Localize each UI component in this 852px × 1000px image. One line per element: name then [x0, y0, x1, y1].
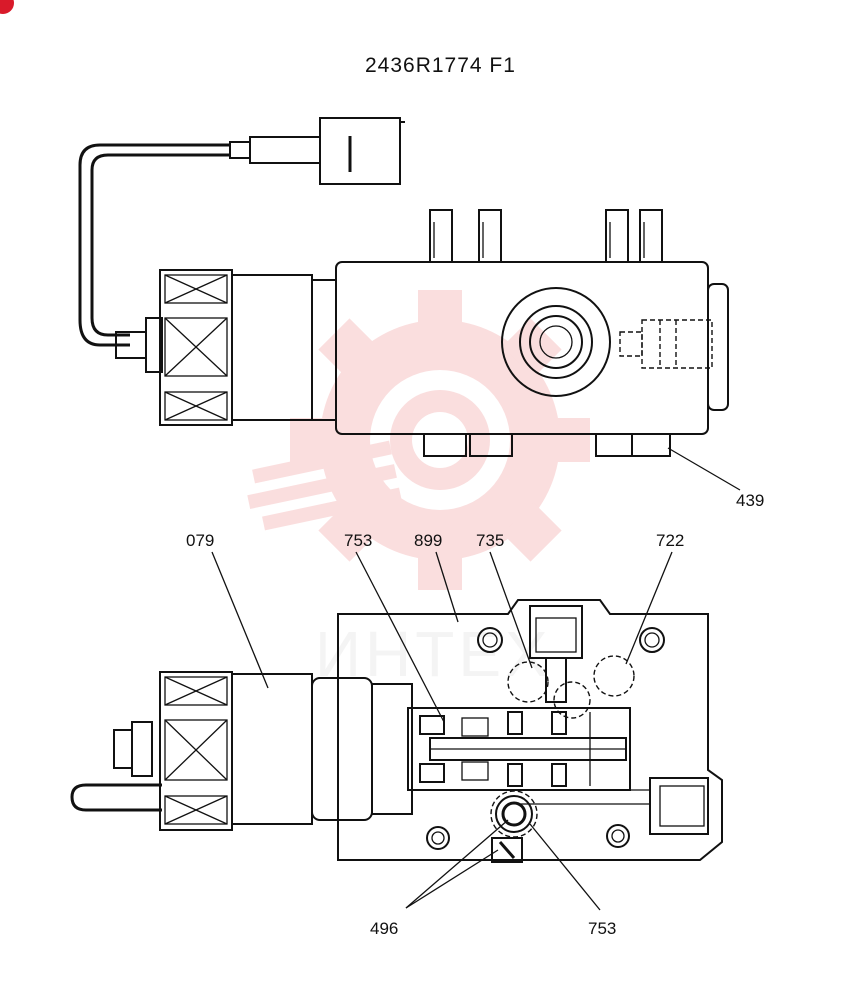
callout-753-top: 753 — [344, 531, 372, 550]
center-port-seat — [519, 305, 593, 379]
bottom-ports — [423, 433, 671, 457]
solenoid-housing-bottom — [231, 673, 313, 825]
hidden-plug-outline — [641, 319, 713, 369]
drawing-number: 2436R1774 F1 — [365, 54, 516, 77]
leader-079 — [211, 551, 269, 689]
plug-496 — [491, 837, 523, 863]
manual-rod — [70, 783, 162, 812]
mount-hole — [426, 826, 450, 850]
valve-body-section — [337, 599, 723, 861]
leader-439 — [667, 447, 741, 491]
cable-outer — [78, 143, 230, 347]
center-port-outer — [501, 287, 611, 397]
leader-753-top — [355, 551, 445, 723]
leader-496-a — [405, 819, 509, 909]
side-port-fitting — [649, 777, 709, 835]
watermark-gear-icon — [247, 290, 590, 590]
callout-735: 735 — [476, 531, 504, 550]
leader-899 — [435, 551, 459, 623]
bottom-view — [70, 599, 723, 863]
corner-badge — [0, 0, 14, 14]
connector-plug — [319, 117, 401, 185]
solenoid-housing-top — [231, 274, 313, 421]
center-port-bore — [529, 315, 583, 369]
watermark-text: ИНТЕХ — [315, 618, 552, 690]
solenoid-coil-bottom — [159, 671, 233, 831]
mount-hole — [606, 824, 630, 848]
cable-inner — [90, 153, 230, 337]
leader-753-bottom — [529, 823, 601, 911]
callout-753-bottom: 753 — [588, 919, 616, 938]
connector-sleeve — [249, 136, 321, 164]
top-view — [78, 117, 729, 457]
leader-735 — [489, 551, 533, 669]
callout-722: 722 — [656, 531, 684, 550]
callout-899: 899 — [414, 531, 442, 550]
mount-hole — [639, 627, 665, 653]
top-ports — [429, 209, 663, 263]
plug-753 — [495, 795, 533, 833]
mount-hole — [477, 627, 503, 653]
callout-496: 496 — [370, 919, 398, 938]
leader-496-b — [405, 849, 499, 909]
connector-ferrule — [229, 141, 251, 159]
end-plug — [707, 283, 729, 411]
locknut — [113, 729, 133, 769]
callout-079: 079 — [186, 531, 214, 550]
hidden-port-722 — [593, 655, 635, 697]
leader-722 — [625, 551, 673, 665]
callout-439: 439 — [736, 491, 764, 510]
spool-bore — [407, 707, 631, 791]
watermark: ИНТЕХ — [247, 290, 590, 690]
